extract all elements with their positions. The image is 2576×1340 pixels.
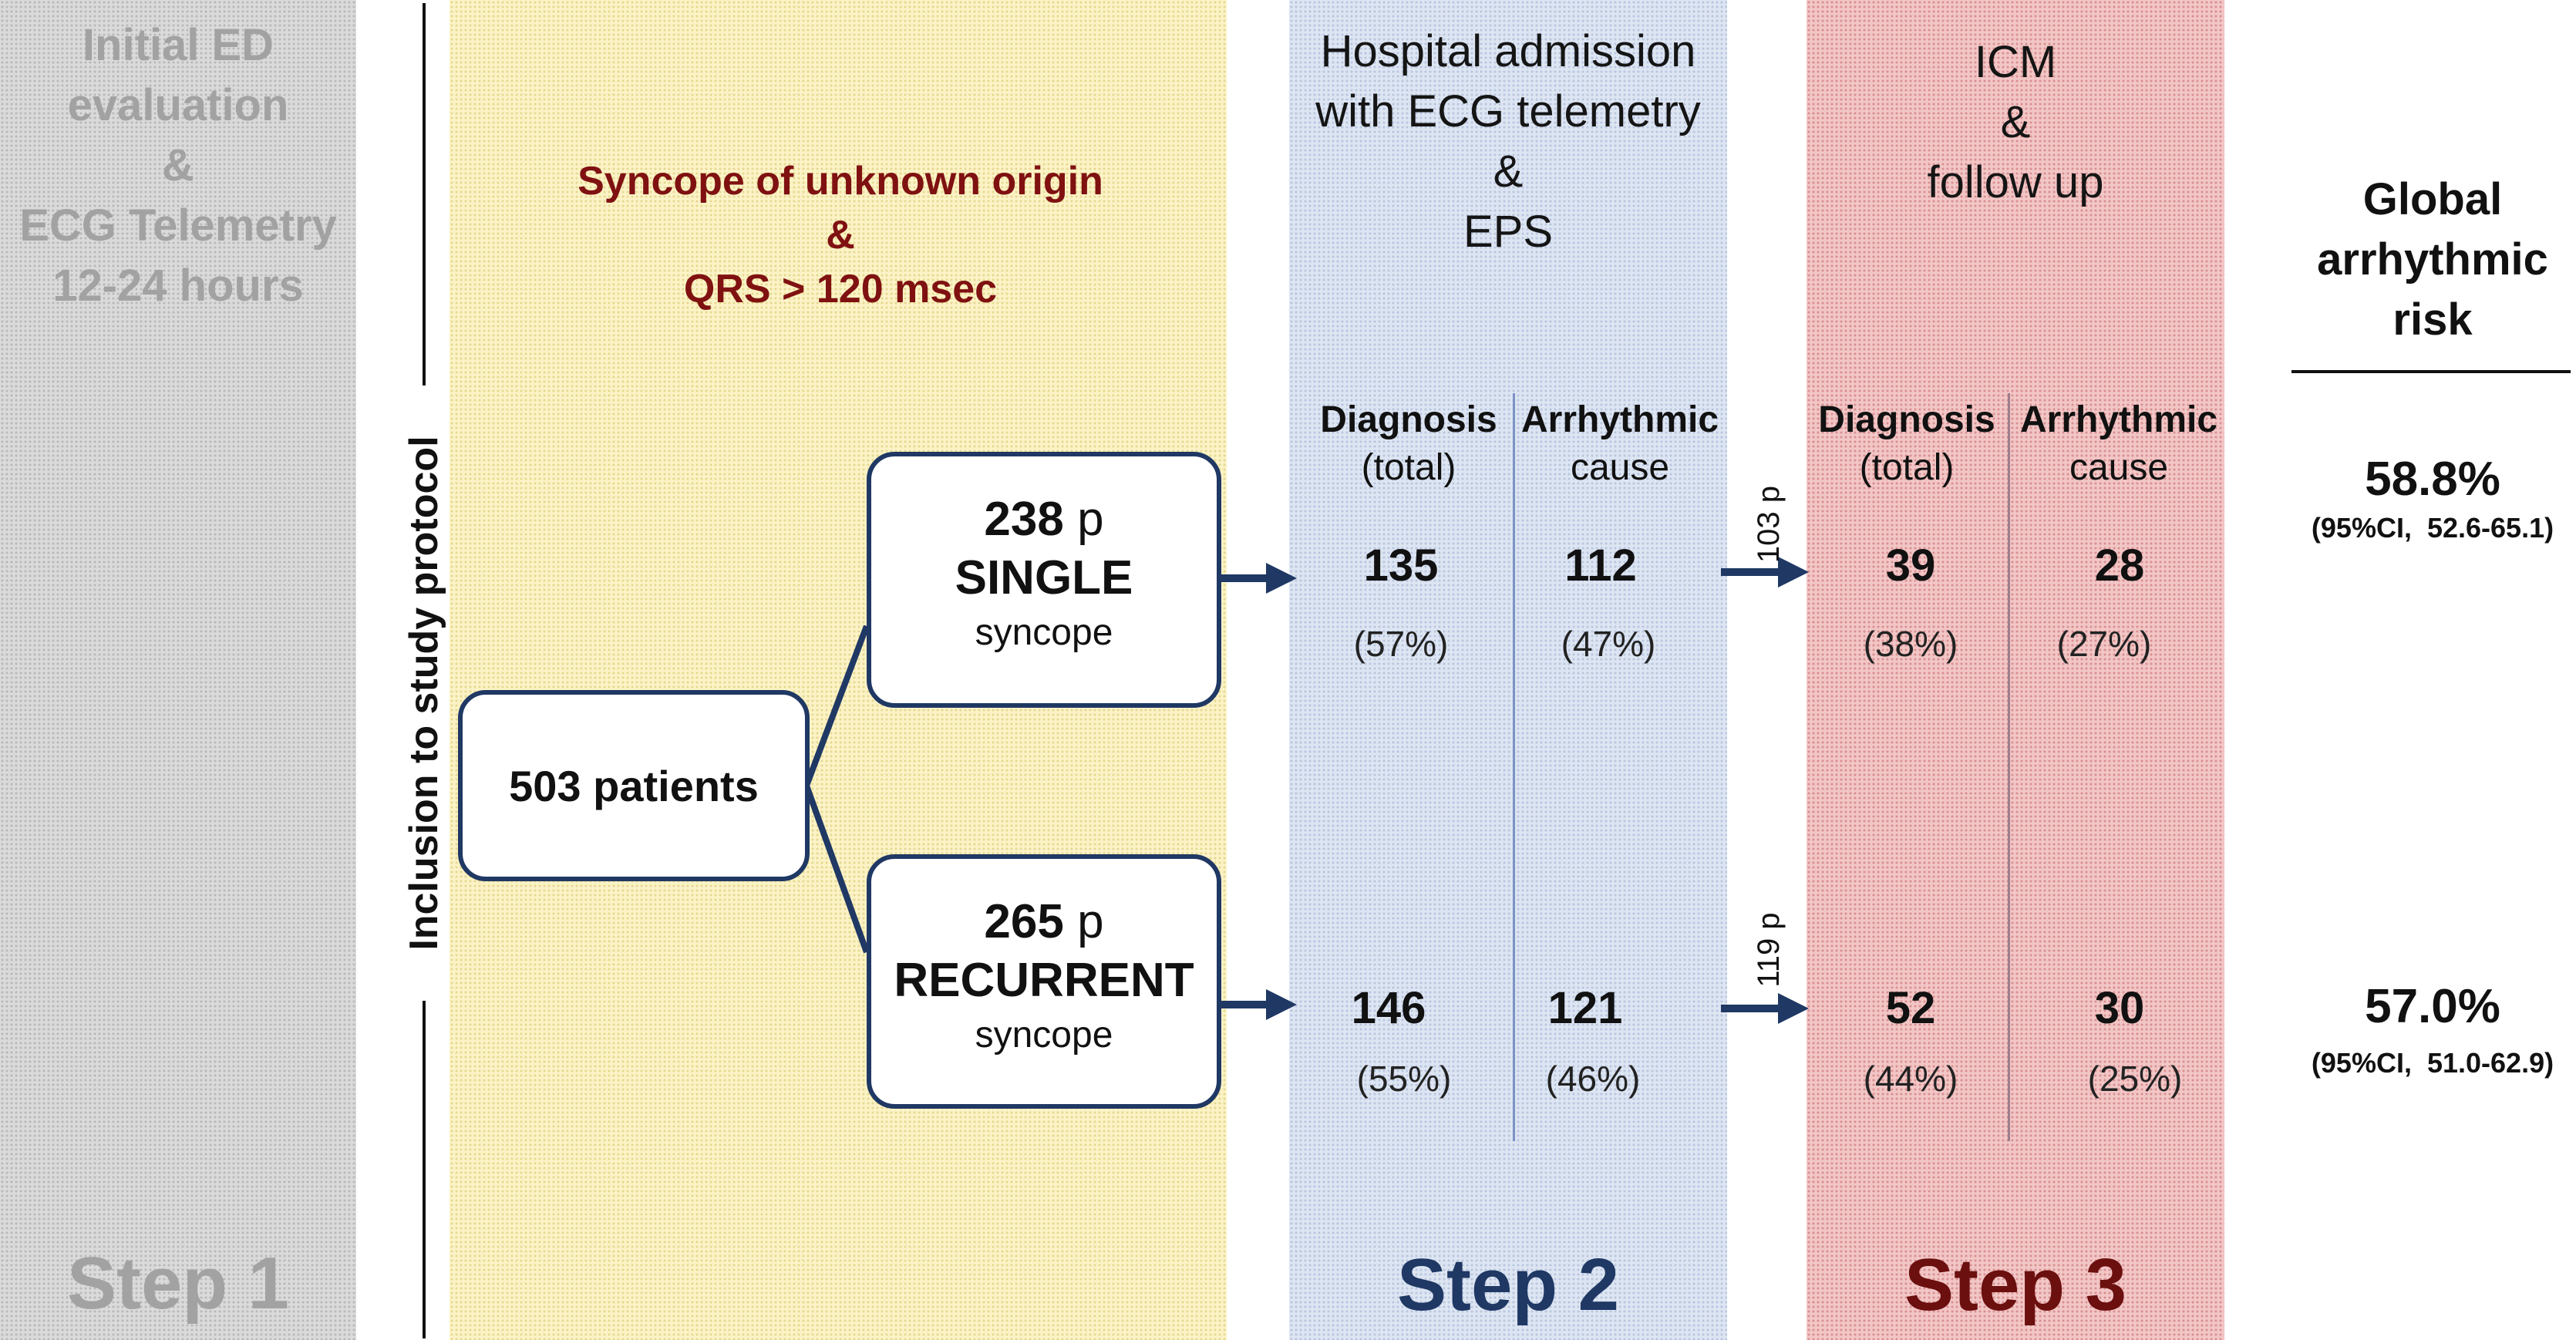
step2-header-line: EPS <box>1463 207 1554 257</box>
recurrent-suffix: syncope <box>975 1015 1113 1056</box>
single-type: SINGLE <box>955 551 1133 604</box>
step2-recurrent-diag: 146 <box>1351 983 1426 1033</box>
criteria-line: Syncope of unknown origin <box>577 159 1103 204</box>
branch-line-single <box>803 625 870 787</box>
step2-header-line: Hospital admission <box>1320 26 1696 76</box>
step2-panel <box>1289 0 1727 1340</box>
step3-col2-title: Arrhythmic <box>2019 399 2218 440</box>
step1-line: ECG Telemetry <box>19 200 337 251</box>
step2-recurrent-arr-pct: (46%) <box>1545 1059 1641 1099</box>
step2-header-line: with ECG telemetry <box>1315 86 1701 136</box>
step3-col2-header: Arrhythmic cause <box>2019 396 2219 492</box>
step3-single-diag: 39 <box>1885 540 1936 591</box>
step2-col1-header: Diagnosis (total) <box>1305 396 1513 492</box>
step2-single-diag-pct: (57%) <box>1353 624 1449 664</box>
step2-single-diag: 135 <box>1363 540 1439 591</box>
step2-recurrent-diag-pct: (55%) <box>1356 1059 1452 1099</box>
criteria-line: & <box>826 213 855 258</box>
step3-column-divider <box>2008 393 2010 1141</box>
step2-col2-title: Arrhythmic <box>1520 399 1719 440</box>
step3-col1-subtitle: (total) <box>1859 447 1955 488</box>
recurrent-type: RECURRENT <box>894 954 1194 1007</box>
step3-single-diag-pct: (38%) <box>1863 624 1958 664</box>
step3-col2-subtitle: cause <box>2069 447 2169 488</box>
transfer-single-label: 103 p <box>1752 485 1786 564</box>
step3-header-line: & <box>2000 97 2031 147</box>
single-box: 238 p SINGLE syncope <box>867 452 1221 708</box>
global-risk-header-line: risk <box>2392 295 2473 345</box>
step3-recurrent-arr: 30 <box>2094 983 2145 1033</box>
step3-single-arr-pct: (27%) <box>2056 624 2152 664</box>
global-risk-divider <box>2291 370 2571 373</box>
step2-single-arr: 112 <box>1564 540 1637 591</box>
inclusion-criteria: Syncope of unknown origin & QRS > 120 ms… <box>493 154 1187 316</box>
recurrent-unit: p <box>1077 895 1104 948</box>
global-risk-header-line: arrhythmic <box>2317 234 2548 284</box>
step1-line: evaluation <box>67 80 289 130</box>
step2-single-arr-pct: (47%) <box>1561 624 1656 664</box>
global-risk-single-value: 58.8% <box>2365 453 2500 506</box>
transfer-recurrent-label: 119 p <box>1752 912 1786 988</box>
step2-header: Hospital admission with ECG telemetry & … <box>1289 22 1727 262</box>
inclusion-divider-bottom <box>423 1001 426 1338</box>
patients-label: 503 patients <box>509 761 759 810</box>
global-risk-single-ci: (95%CI, 52.6-65.1) <box>2311 512 2554 544</box>
global-risk-header: Global arrhythmic risk <box>2290 170 2575 350</box>
step3-recurrent-arr-pct: (25%) <box>2087 1059 2183 1099</box>
recurrent-count-line: 265 p <box>871 893 1217 951</box>
step3-col1-title: Diagnosis <box>1818 399 1995 440</box>
single-unit: p <box>1077 493 1104 546</box>
criteria-line: QRS > 120 msec <box>683 267 998 311</box>
step3-recurrent-diag-pct: (44%) <box>1863 1059 1958 1099</box>
global-risk-header-line: Global <box>2362 174 2503 224</box>
step2-column-divider <box>1513 393 1515 1141</box>
single-count-line: 238 p <box>871 490 1217 549</box>
global-risk-recurrent-value: 57.0% <box>2365 980 2500 1033</box>
step1-description: Initial ED evaluation & ECG Telemetry 12… <box>0 15 356 316</box>
step1-label: Step 1 <box>66 1242 290 1325</box>
recurrent-box: 265 p RECURRENT syncope <box>867 854 1221 1109</box>
single-count: 238 <box>984 493 1064 546</box>
step2-col2-subtitle: cause <box>1570 447 1670 488</box>
step2-col2-header: Arrhythmic cause <box>1516 396 1724 492</box>
step2-col1-subtitle: (total) <box>1361 447 1456 488</box>
step1-line: Initial ED <box>82 20 274 70</box>
step1-line: 12-24 hours <box>52 261 304 311</box>
step3-header: ICM & follow up <box>1807 32 2224 213</box>
step3-single-arr: 28 <box>2094 540 2145 591</box>
step2-label: Step 2 <box>1396 1244 1620 1326</box>
inclusion-divider-top <box>423 3 426 386</box>
step3-header-line: follow up <box>1927 157 2104 207</box>
step3-recurrent-diag: 52 <box>1885 983 1936 1033</box>
step2-col1-title: Diagnosis <box>1320 399 1497 440</box>
step3-header-line: ICM <box>1974 37 2057 87</box>
step3-col1-header: Diagnosis (total) <box>1807 396 2007 492</box>
step1-line: & <box>162 140 194 190</box>
step1-panel <box>0 0 356 1340</box>
step3-panel <box>1807 0 2224 1340</box>
step2-header-line: & <box>1493 146 1524 197</box>
step3-label: Step 3 <box>1904 1244 2127 1326</box>
single-suffix: syncope <box>975 612 1113 653</box>
patients-box: 503 patients <box>458 690 810 881</box>
global-risk-recurrent-ci: (95%CI, 51.0-62.9) <box>2311 1047 2554 1079</box>
step2-recurrent-arr: 121 <box>1547 983 1623 1033</box>
recurrent-count: 265 <box>984 895 1064 948</box>
branch-line-recurrent <box>803 784 870 954</box>
